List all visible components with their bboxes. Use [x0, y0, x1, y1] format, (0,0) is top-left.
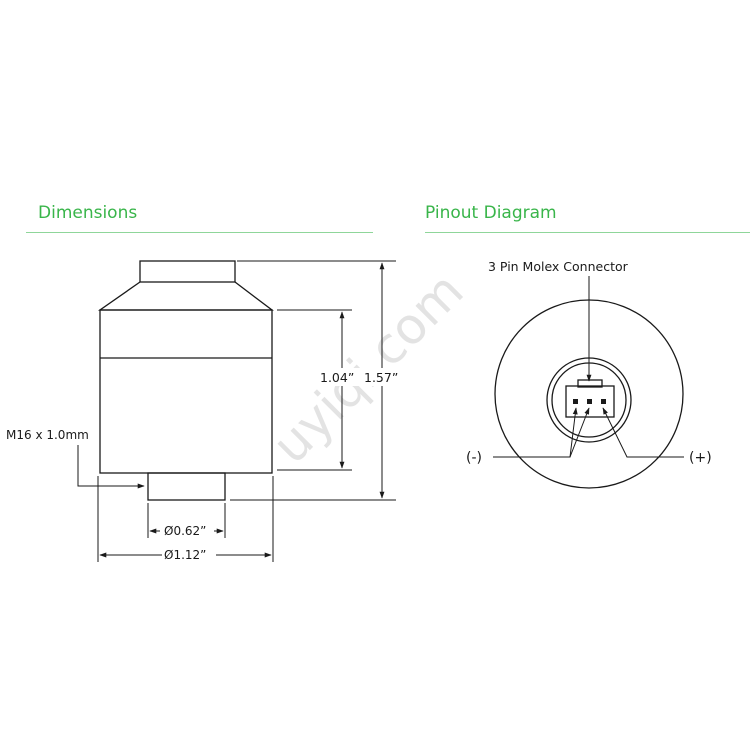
dimensions-divider — [26, 232, 373, 233]
sensor-main-body — [99, 309, 273, 474]
pin-3 — [601, 399, 606, 404]
pinout-leaders — [493, 276, 684, 458]
total-height-label: 1.57” — [364, 370, 398, 385]
body-height-label: 1.04” — [320, 370, 354, 385]
connector-label: 3 Pin Molex Connector — [488, 259, 629, 274]
negative-label: (-) — [466, 450, 482, 466]
molex-housing — [565, 385, 615, 418]
negative-leader-branch — [569, 407, 590, 458]
thread-label: M16 x 1.0mm — [6, 428, 89, 442]
sensor-thread-boss — [147, 472, 226, 501]
pin-1 — [573, 399, 578, 404]
dimensions-title: Dimensions — [38, 203, 138, 223]
negative-leader — [493, 407, 578, 458]
sensor-top-cap — [139, 260, 236, 283]
small-diameter-label: Ø0.62” — [164, 524, 206, 538]
pinout-title: Pinout Diagram — [425, 203, 557, 223]
molex-pins — [573, 399, 606, 404]
sensor-body — [97, 260, 274, 501]
sensor-shoulder — [97, 281, 274, 311]
watermark: uyiqi.com — [261, 261, 474, 474]
positive-label: (+) — [689, 450, 712, 466]
pinout-divider — [425, 232, 750, 233]
positive-leader — [602, 407, 684, 458]
thread-leader — [77, 445, 145, 489]
large-diameter-label: Ø1.12” — [164, 548, 206, 562]
pin-2 — [587, 399, 592, 404]
